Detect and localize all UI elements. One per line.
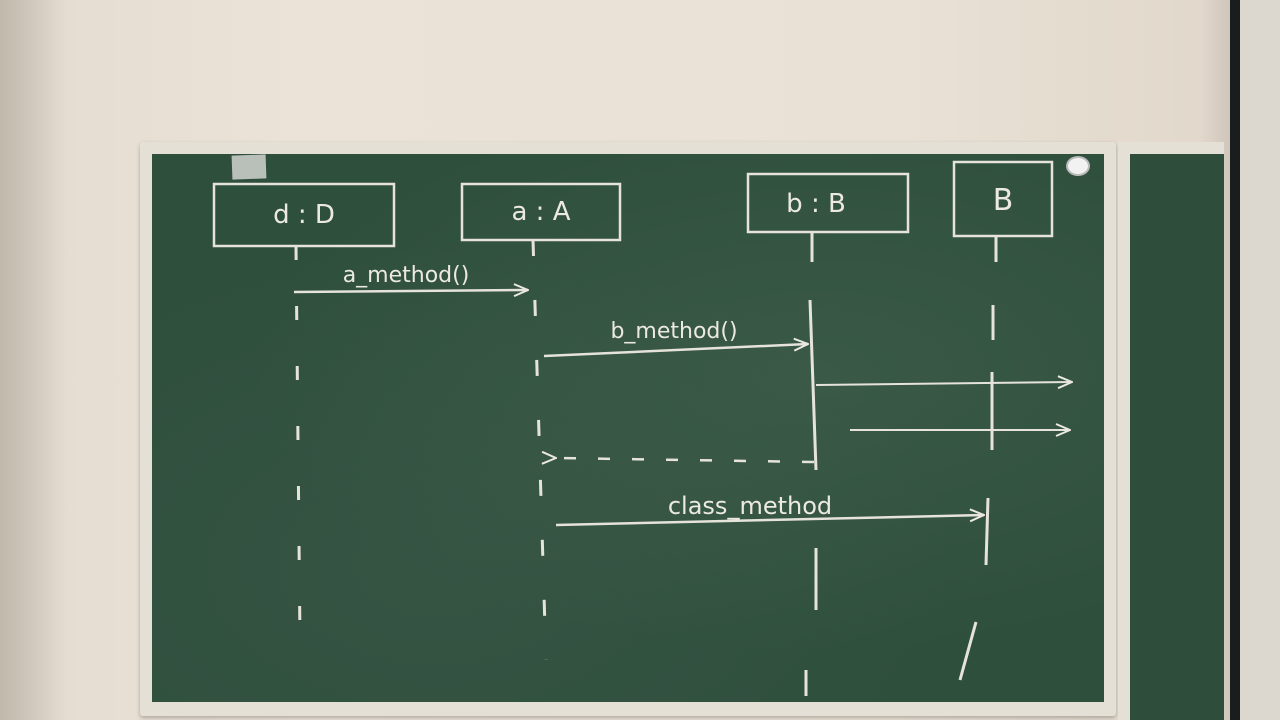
lifeline-b: b : B bbox=[746, 172, 910, 696]
activation-class-b-2 bbox=[984, 497, 990, 566]
side-chalkboard bbox=[1130, 154, 1224, 720]
return-arrow-b-to-a bbox=[556, 458, 815, 462]
lifeline-label-class-b: B bbox=[993, 183, 1014, 218]
lifeline-box-a bbox=[460, 182, 622, 242]
message-label-b-method: b_method() bbox=[610, 319, 737, 344]
lifeline-d: d : D bbox=[212, 182, 396, 641]
activation-b bbox=[808, 299, 818, 471]
lifeline-line-class-b-bottom bbox=[958, 621, 978, 681]
magnet bbox=[1066, 156, 1090, 176]
message-arrow-b-method bbox=[543, 344, 808, 358]
message-label-a-method: a_method() bbox=[343, 263, 470, 288]
lifeline-class-b: B bbox=[952, 160, 1054, 681]
lifeline-box-b bbox=[746, 172, 910, 234]
lifeline-label-b: b : B bbox=[786, 189, 846, 219]
message-class-method: class_method bbox=[555, 492, 984, 527]
lifeline-line-d bbox=[294, 245, 302, 641]
lifeline-a: a : A bbox=[460, 182, 622, 661]
message-b-method: b_method() bbox=[543, 319, 808, 358]
message-label-class-method: class_method bbox=[668, 492, 832, 520]
lifeline-label-a: a : A bbox=[511, 197, 570, 227]
lifeline-label-d: d : D bbox=[273, 200, 335, 230]
lifeline-box-class-b bbox=[952, 160, 1054, 238]
message-arrow-class-method bbox=[555, 515, 984, 527]
message-arrow-a-method bbox=[293, 290, 528, 292]
message-arrow-b-to-class-1 bbox=[815, 382, 1072, 385]
message-a-method: a_method() bbox=[293, 263, 528, 292]
wall bbox=[0, 0, 70, 720]
lifeline-line-a bbox=[531, 239, 548, 661]
lifeline-box-d bbox=[212, 182, 396, 248]
